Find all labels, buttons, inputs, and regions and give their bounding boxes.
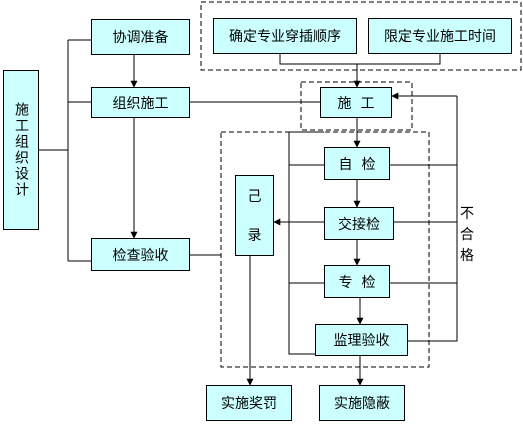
design-node: 施工组织设计	[3, 70, 39, 230]
sequence-node: 确定专业穿插顺序	[213, 18, 357, 54]
organize-label: 组织施工	[112, 95, 169, 112]
time-limit-node: 限定专业施工时间	[368, 18, 512, 54]
handover-check-node: 交接检	[324, 207, 394, 240]
self-check-node: 自 检	[324, 147, 390, 180]
design-bracket	[39, 39, 91, 262]
conceal-node: 实施隐蔽	[319, 385, 405, 421]
organize-node: 组织施工	[91, 87, 190, 118]
check-dashed-group	[220, 131, 430, 368]
sequence-label: 确定专业穿插顺序	[229, 29, 341, 45]
supervision-node: 监理验收	[315, 324, 408, 356]
self-check-label: 自 检	[338, 156, 376, 173]
unqualified-char-1: 不	[460, 206, 474, 222]
construct-label: 施 工	[337, 95, 375, 112]
reward-label: 实施奖罚	[221, 396, 277, 412]
supervision-label: 监理验收	[333, 333, 390, 349]
planning-merge	[279, 54, 441, 65]
inspection-label: 检查验收	[112, 247, 169, 264]
reward-node: 实施奖罚	[206, 385, 292, 421]
time-limit-label: 限定专业施工时间	[384, 29, 496, 45]
unqualified-feedback-line	[390, 96, 458, 342]
special-check-node: 专 检	[324, 265, 390, 298]
unqualified-char-2: 合	[460, 227, 474, 243]
inspection-node: 检查验收	[91, 238, 190, 271]
record-label-bottom: 录	[247, 228, 262, 245]
conceal-label: 实施隐蔽	[334, 396, 390, 412]
coordinate-node: 协调准备	[91, 19, 190, 55]
construct-node: 施 工	[320, 87, 392, 118]
special-check-label: 专 检	[338, 274, 376, 291]
coordinate-label: 协调准备	[112, 30, 169, 46]
handover-check-label: 交接检	[338, 216, 380, 233]
record-label-top: 己	[247, 188, 262, 205]
design-label: 施工组织设计	[13, 102, 29, 198]
left-collector-line	[288, 131, 324, 355]
planning-dashed-group	[200, 1, 522, 71]
record-node: 己 录	[235, 175, 274, 256]
unqualified-char-3: 格	[460, 248, 474, 264]
